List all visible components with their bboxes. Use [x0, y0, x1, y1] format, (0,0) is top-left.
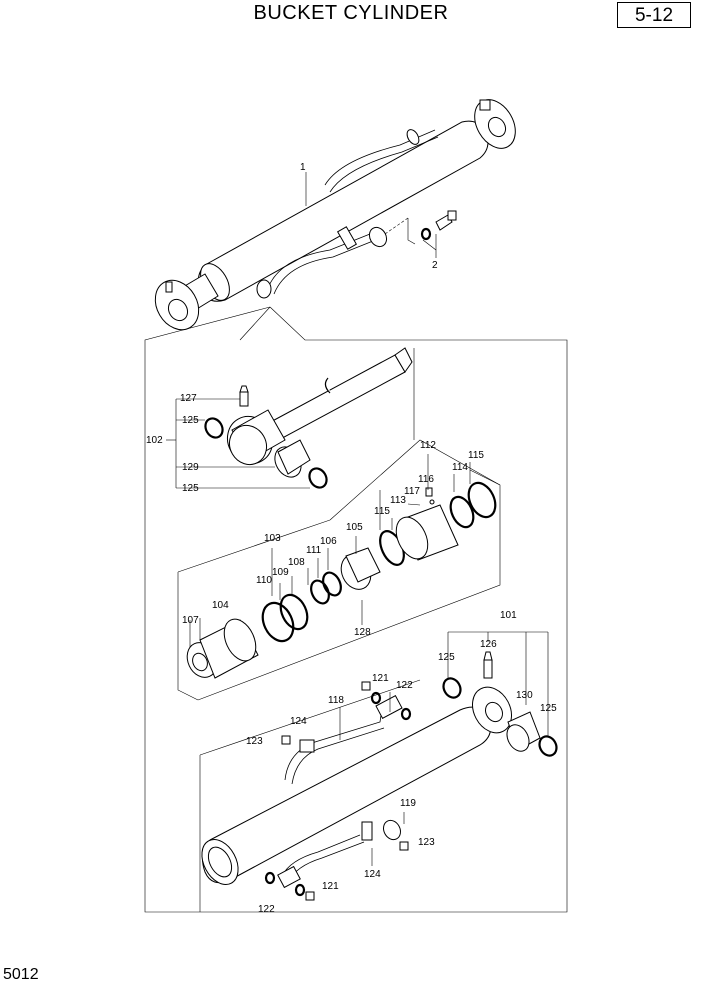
callout-102: 102 — [146, 435, 163, 446]
callout-118: 118 — [328, 695, 344, 706]
callout-119: 119 — [400, 798, 416, 809]
gland-and-piston-parts — [177, 439, 501, 701]
callout-101: 101 — [500, 610, 517, 621]
callout-labels: 1 2 127 125 102 129 125 112 116 117 114 … — [146, 162, 557, 915]
diagram-code: 5012 — [3, 966, 39, 983]
cylinder-assembly — [154, 99, 516, 331]
callout-129: 129 — [182, 462, 199, 473]
rod-assembly — [166, 347, 415, 489]
callout-105: 105 — [346, 522, 363, 533]
callout-130: 130 — [516, 690, 533, 701]
callout-127: 127 — [180, 393, 197, 404]
callout-125: 125 — [182, 415, 199, 426]
callout-125: 125 — [182, 483, 199, 494]
callout-111: 111 — [306, 545, 322, 556]
callout-112: 112 — [420, 440, 436, 451]
callout-124: 124 — [290, 716, 307, 727]
callout-123: 123 — [418, 837, 435, 848]
callout-109: 109 — [272, 567, 289, 578]
callout-108: 108 — [288, 557, 305, 568]
callout-121: 121 — [322, 881, 339, 892]
callout-123: 123 — [246, 736, 263, 747]
callout-110: 110 — [256, 575, 272, 586]
callout-117: 117 — [404, 486, 420, 497]
callout-116: 116 — [418, 474, 434, 485]
callout-2: 2 — [432, 260, 438, 271]
page-number-box: 5-12 — [617, 2, 691, 28]
callout-114: 114 — [452, 462, 468, 473]
page-title: BUCKET CYLINDER — [253, 2, 449, 24]
callout-124: 124 — [364, 869, 381, 880]
callout-125: 125 — [540, 703, 557, 714]
callout-122: 122 — [396, 680, 413, 691]
callout-1: 1 — [300, 162, 306, 173]
tube-assembly — [199, 631, 558, 912]
callout-107: 107 — [182, 615, 199, 626]
callout-125: 125 — [438, 652, 455, 663]
callout-122: 122 — [258, 904, 275, 915]
callout-115: 115 — [468, 450, 484, 461]
callout-128: 128 — [354, 627, 371, 638]
callout-106: 106 — [320, 536, 337, 547]
callout-103: 103 — [264, 533, 281, 544]
callout-121: 121 — [372, 673, 389, 684]
callout-126: 126 — [480, 639, 497, 650]
detail-frame — [144, 306, 568, 913]
callout-104: 104 — [212, 600, 229, 611]
callout-115: 115 — [374, 506, 390, 517]
callout-113: 113 — [390, 495, 406, 506]
